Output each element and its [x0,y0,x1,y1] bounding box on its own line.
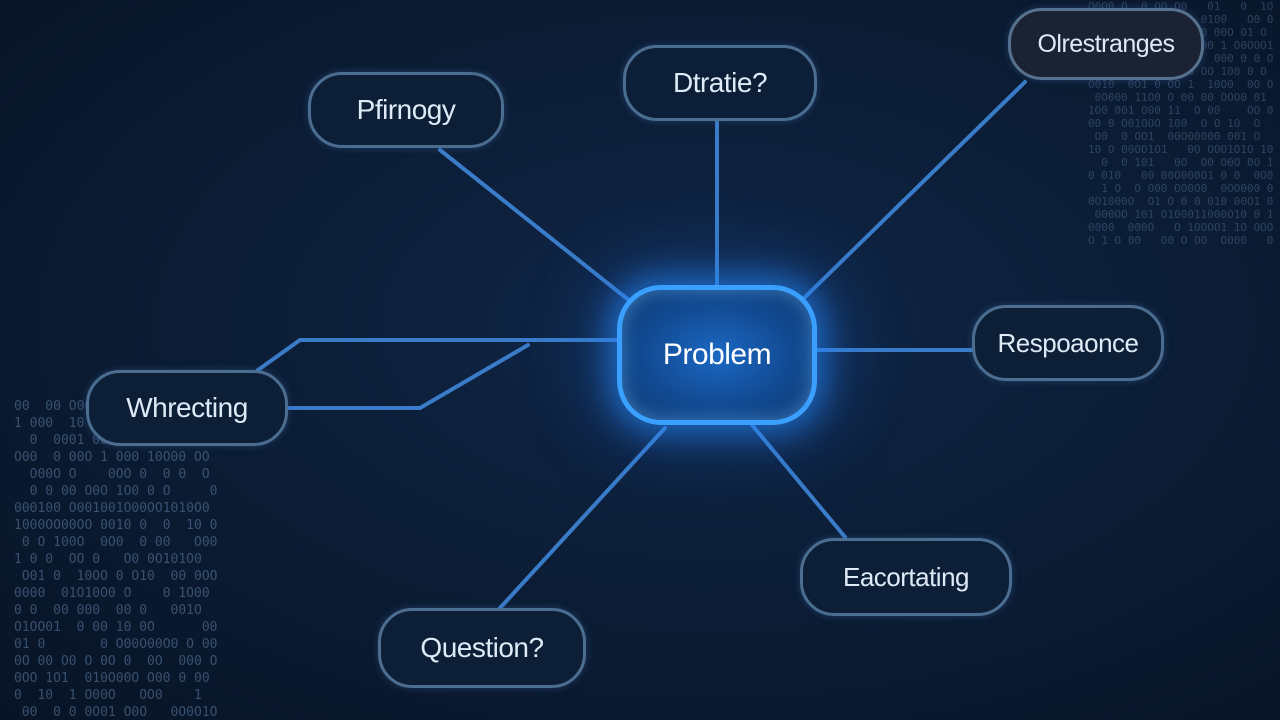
binary-glyph-backdrop-right: O0O0 O 0 OO O0 01 0 1O 0O1000000 01 O 01… [1088,0,1274,247]
center-label: Problem [662,338,772,371]
node-respoaonce[interactable]: Respoaonce [972,305,1164,381]
node-label: Dtratie? [672,67,768,98]
node-olrestranges[interactable]: Olrestranges [1008,8,1204,80]
link-question [498,426,667,610]
node-label: Respoaonce [997,327,1140,358]
node-problem-center[interactable]: Problem [617,285,817,425]
node-whrecting[interactable]: Whrecting [86,370,288,446]
node-pfirnogy[interactable]: Pfirnogy [308,72,504,148]
link-pfirnogy [438,148,637,307]
link-eacortating [750,423,847,539]
node-dtratie[interactable]: Dtratie? [623,45,817,121]
node-label: Whrecting [126,392,248,423]
node-eacortating[interactable]: Eacortating [800,538,1012,616]
binary-glyph-backdrop: 00 00 O00 O0 0 0 00 11 0 1 000 10 0 O00 … [14,399,218,720]
link-whrecting-upper [256,338,622,372]
node-label: Olrestranges [1037,29,1175,58]
node-label: Eacortating [842,561,970,592]
node-question[interactable]: Question? [378,608,586,688]
link-whrecting-lower [286,343,530,410]
node-label: Question? [420,632,544,663]
link-outer [798,80,1027,304]
node-label: Pfirnogy [356,94,456,125]
